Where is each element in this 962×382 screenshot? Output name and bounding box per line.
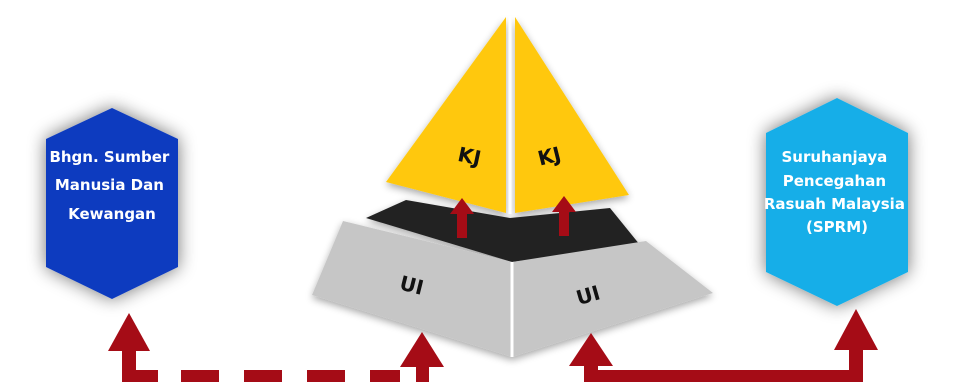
top-right-label: KJ [535,142,563,171]
arrow-up-left [450,198,474,238]
top-left-face [386,17,506,213]
right-node-line-1: Suruhanjaya [782,148,888,166]
left-node-line-3: Kewangan [68,205,156,223]
right-node-line-3: Rasuah Malaysia [764,195,905,213]
right-node-label: Suruhanjaya Pencegahan Rasuah Malaysia (… [764,148,910,236]
left-connector-dashed [108,313,444,382]
left-node-label: Bhgn. Sumber Manusia Dan Kewangan [49,148,174,223]
left-node-hexagon [46,108,178,299]
right-node [766,98,908,306]
top-right-face [515,17,629,213]
middle-band [366,200,640,262]
bottom-left-label: UI [397,271,426,300]
bottom-left-face [312,221,512,357]
top-left-label: KJ [456,142,483,170]
left-node [46,108,178,299]
right-node-hexagon [766,98,908,306]
right-node-line-4: (SPRM) [806,218,868,236]
left-node-line-2: Manusia Dan [55,176,164,194]
bottom-right-face [512,241,713,357]
arrow-up-right [552,196,576,236]
right-connector-solid [569,309,878,382]
pyramid [312,17,713,357]
right-node-line-2: Pencegahan [783,172,886,190]
left-node-line-1: Bhgn. Sumber [49,148,169,166]
